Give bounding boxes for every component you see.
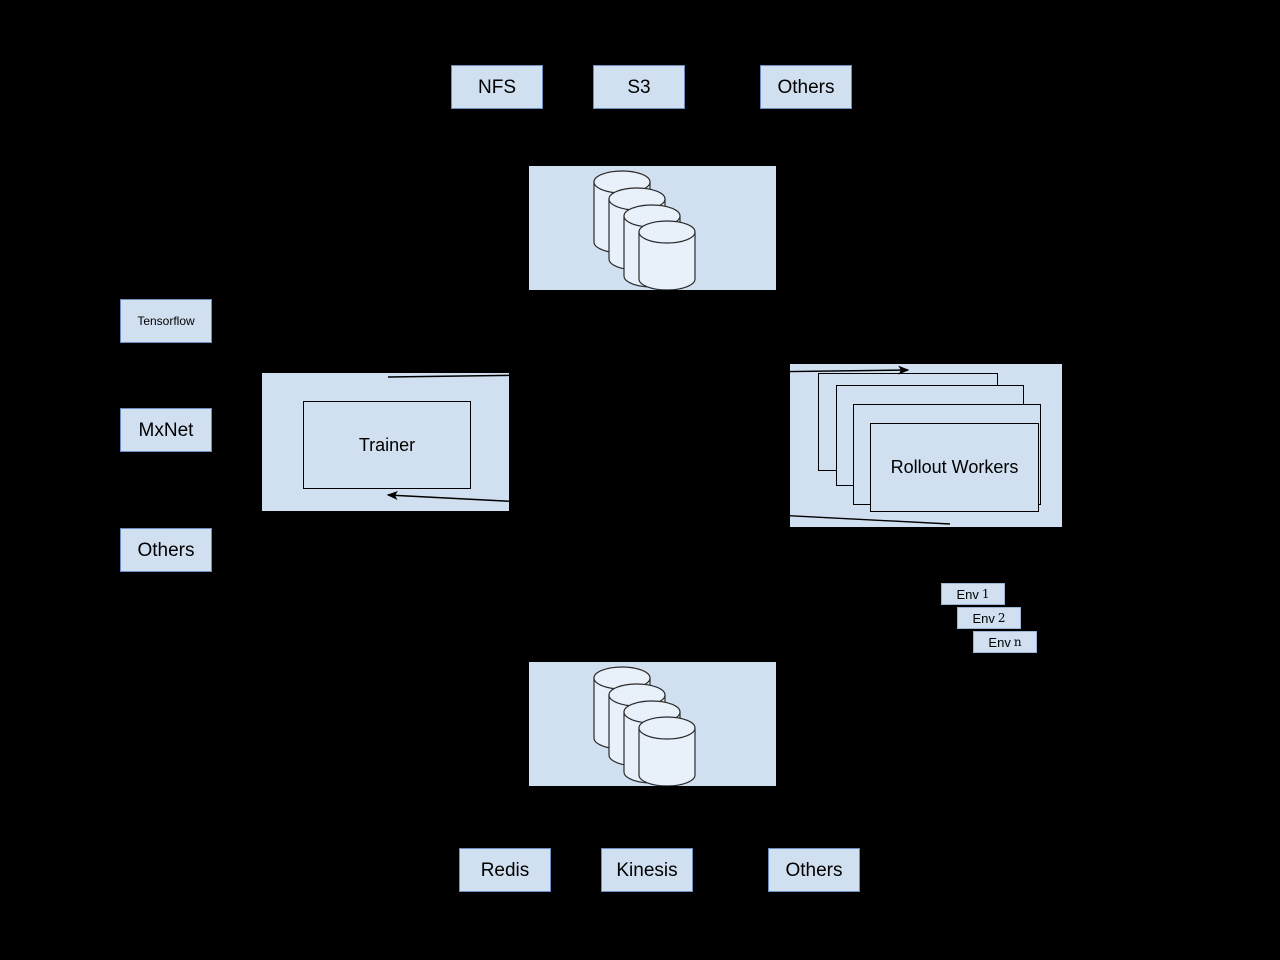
- model-store-panel[interactable]: [529, 166, 776, 290]
- framework-tensorflow[interactable]: Tensorflow: [120, 299, 212, 343]
- env-n-index: n: [1013, 635, 1022, 649]
- queue-backend-redis-label: Redis: [480, 859, 530, 881]
- queue-backend-redis[interactable]: Redis: [459, 848, 551, 892]
- framework-others-label: Others: [137, 539, 195, 561]
- queue-backend-kinesis-label: Kinesis: [616, 859, 678, 881]
- queue-backend-others[interactable]: Others: [768, 848, 860, 892]
- framework-tensorflow-label: Tensorflow: [137, 314, 195, 328]
- env-2-index: 2: [997, 611, 1006, 625]
- storage-backend-others-label: Others: [777, 76, 835, 98]
- storage-backend-others[interactable]: Others: [760, 65, 852, 109]
- storage-backend-s3-label: S3: [627, 76, 651, 98]
- rollout-workers-node[interactable]: Rollout Workers: [870, 423, 1039, 512]
- framework-mxnet[interactable]: MxNet: [120, 408, 212, 452]
- storage-backend-s3[interactable]: S3: [593, 65, 685, 109]
- storage-backend-nfs-label: NFS: [478, 76, 516, 98]
- queue-backend-kinesis[interactable]: Kinesis: [601, 848, 693, 892]
- env-2-name: Env: [972, 610, 995, 626]
- env-1-index: 1: [981, 587, 990, 601]
- storage-backend-nfs[interactable]: NFS: [451, 65, 543, 109]
- env-1-name: Env: [956, 586, 979, 602]
- env-n-name: Env: [988, 634, 1011, 650]
- framework-mxnet-label: MxNet: [138, 419, 194, 441]
- rollout-workers-label: Rollout Workers: [890, 457, 1019, 477]
- framework-others[interactable]: Others: [120, 528, 212, 572]
- queue-backend-others-label: Others: [785, 859, 843, 881]
- experience-store-panel[interactable]: [529, 662, 776, 786]
- trainer-node[interactable]: Trainer: [303, 401, 471, 489]
- trainer-label: Trainer: [358, 434, 416, 455]
